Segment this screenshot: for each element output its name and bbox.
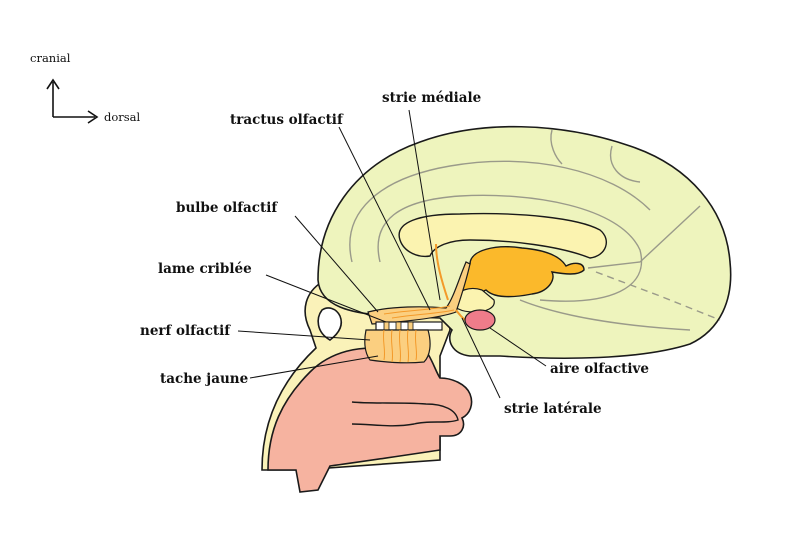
frontal-sinus <box>317 307 343 341</box>
leader-lines <box>237 109 547 399</box>
lame-criblee-shape <box>375 321 443 331</box>
label-aire-olfactive: aire olfactive <box>550 361 649 377</box>
leader-aire-olfactive <box>489 327 547 367</box>
dorsal-label: dorsal <box>104 110 141 124</box>
nasal-concha <box>351 401 459 427</box>
dorsal-arrowhead <box>87 110 99 124</box>
label-nerf-olfactif: nerf olfactif <box>140 323 231 339</box>
tractus-olfactif-shape <box>367 261 471 325</box>
cranial-arrowhead <box>46 78 60 90</box>
strie-mediale-shape <box>435 243 449 301</box>
leader-lame-criblee <box>265 274 387 323</box>
leader-nerf-olfactif <box>237 330 371 341</box>
label-bulbe-olfactif: bulbe olfactif <box>176 200 278 216</box>
leader-strie-laterale <box>461 317 501 399</box>
orientation-indicator: cranial dorsal <box>30 51 141 124</box>
leader-tractus-olfactif <box>338 126 431 311</box>
leader-bulbe-olfactif <box>294 215 379 313</box>
label-tractus-olfactif: tractus olfactif <box>230 112 344 128</box>
nasal-cavity <box>267 347 473 493</box>
gyri-lines <box>349 129 721 331</box>
leader-strie-mediale <box>408 109 441 301</box>
corpus-callosum <box>398 212 608 259</box>
label-tache-jaune: tache jaune <box>160 371 248 387</box>
cranial-label: cranial <box>30 51 71 65</box>
label-lame-criblee: lame criblée <box>158 261 252 277</box>
nerf-olfactif-fibres <box>382 329 418 363</box>
leader-tache-jaune <box>249 355 379 379</box>
tache-jaune-shape <box>364 329 431 364</box>
label-strie-laterale: strie latérale <box>504 401 602 417</box>
hypothalamus <box>451 287 495 313</box>
labels: strie médiale tractus olfactif bulbe olf… <box>140 90 649 417</box>
label-strie-mediale: strie médiale <box>382 90 481 106</box>
aire-olfactive-shape <box>464 309 496 331</box>
